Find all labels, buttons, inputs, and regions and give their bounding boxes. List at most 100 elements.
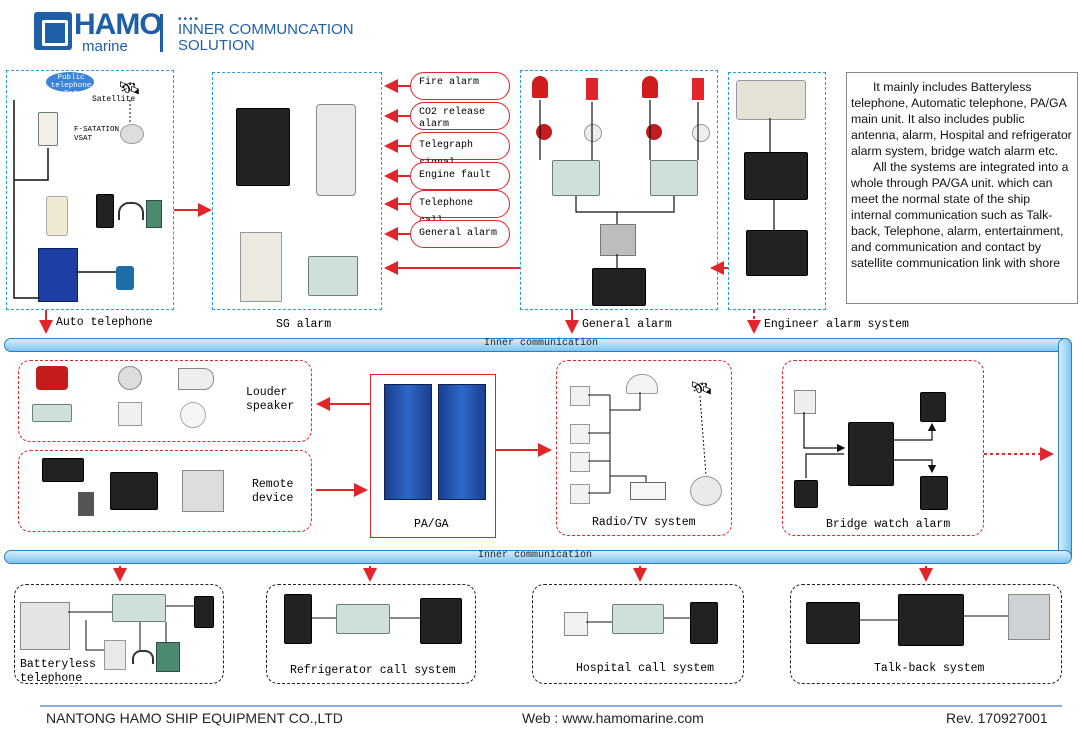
pabx-cabinet (38, 248, 78, 302)
ga-junction-box (552, 160, 600, 196)
exchange-device (38, 112, 58, 146)
brand-name: HAMO (74, 8, 163, 41)
engineer-alarm-box (728, 72, 826, 310)
detector-icon (692, 124, 710, 142)
wall-speaker-icon (118, 402, 142, 426)
ga-junction-box (650, 160, 698, 196)
batteryless-handset-icon (194, 596, 214, 628)
call-point-icon (692, 78, 704, 100)
ceiling-speaker-icon (180, 402, 206, 428)
bridge-alarm-icon (920, 476, 948, 510)
sg-control-panel (236, 108, 290, 186)
batteryless-phone-icon (20, 602, 70, 650)
slogan: INNER COMMUNCATION SOLUTION (178, 22, 354, 54)
remote-device-box (18, 450, 312, 532)
batteryless-wall-icon (104, 640, 126, 670)
batteryless-junction (112, 594, 166, 622)
tv-outlet-icon (570, 484, 590, 504)
remote-panel-icon (42, 458, 84, 482)
radio-tv-label: Radio/TV system (592, 516, 696, 529)
signal-co2-release: CO2 release alarm (410, 102, 510, 130)
remote-cabinet-icon (182, 470, 224, 512)
loudspeaker-box (18, 360, 312, 442)
signal-engine-fault: Engine fault (410, 162, 510, 190)
bus-top-label: Inner communication (484, 338, 599, 349)
slogan-line1: INNER COMMUNCATION (178, 21, 354, 38)
beacon-icon (642, 76, 658, 98)
hospital-box (532, 584, 744, 684)
auto-phone-icon (116, 266, 134, 290)
general-alarm-label: General alarm (582, 318, 672, 331)
description-p1: It mainly includes Batteryless telephone… (851, 80, 1072, 158)
sg-alarm-box (212, 72, 382, 310)
bridge-reset-icon (794, 480, 818, 508)
bridge-panel-icon (920, 392, 946, 422)
description-p2: All the systems are integrated into a wh… (851, 160, 1069, 270)
refrigerator-junction (336, 604, 390, 634)
tv-dome-icon (690, 476, 722, 506)
remote-console-icon (110, 472, 158, 510)
refrigerator-box (266, 584, 476, 684)
bridge-watch-label: Bridge watch alarm (826, 518, 951, 531)
engineer-console (744, 152, 808, 200)
hospital-label: Hospital call system (576, 662, 715, 675)
hospital-junction (612, 604, 664, 634)
detector-icon (584, 124, 602, 142)
tv-receiver-icon (630, 482, 666, 500)
ga-control-panel (592, 268, 646, 306)
auto-telephone-box (6, 70, 174, 310)
sg-cabinet (240, 232, 282, 302)
signal-telephone-call: Telephone call (410, 190, 510, 227)
hospital-call-icon (690, 602, 718, 644)
call-point-icon (586, 78, 598, 100)
beacon-icon (532, 76, 548, 98)
refrigerator-panel-icon (420, 598, 462, 644)
talkback-label: Talk-back system (874, 662, 985, 675)
ceiling-box-icon (32, 404, 72, 422)
vsat-dish-icon (120, 124, 144, 144)
engineer-alarm-label: Engineer alarm system (764, 318, 909, 331)
slogan-line2: SOLUTION (178, 37, 255, 54)
brand-sub: marine (82, 38, 128, 55)
vsat-label: F-SATATION VSAT (74, 126, 120, 143)
footer-rev: Rev. 170927001 (946, 710, 1048, 726)
tv-outlet-icon (570, 386, 590, 406)
satellite-label: Satellite (92, 95, 136, 104)
loudspeaker-label: Louder speaker (246, 386, 295, 413)
tv-outlet-icon (570, 424, 590, 444)
sg-junction-box (308, 256, 358, 296)
batteryless-label: Batteryless telephone (20, 658, 96, 685)
talkback-master-icon (898, 594, 964, 646)
bridge-sensor-icon (794, 390, 816, 414)
engineer-call-unit (746, 230, 808, 276)
desk-phone-icon (96, 194, 114, 228)
footer-company: NANTONG HAMO SHIP EQUIPMENT CO.,LTD (46, 710, 343, 726)
slogan-dots: •••• (178, 14, 201, 25)
signal-general-alarm: General alarm (410, 220, 510, 248)
call-station-icon (156, 642, 180, 672)
signal-fire-alarm: Fire alarm (410, 72, 510, 100)
headset-icon (132, 650, 154, 664)
paga-rack-right (438, 384, 486, 500)
horn-speaker-icon (178, 368, 214, 390)
sg-alarm-label: SG alarm (276, 318, 332, 331)
radio-tv-box (556, 360, 732, 536)
batteryless-box (14, 584, 224, 684)
logo-icon (34, 12, 72, 50)
general-alarm-box (520, 70, 718, 310)
bridge-watch-box (782, 360, 984, 536)
tv-outlet-icon (570, 452, 590, 472)
bridge-main-unit (848, 422, 894, 486)
inner-communication-bus-bottom (4, 550, 1072, 564)
call-station-icon (146, 200, 162, 228)
headset-icon (118, 202, 144, 220)
auto-telephone-label: Auto telephone (56, 316, 153, 329)
footer-web[interactable]: Web : www.hamomarine.com (522, 710, 704, 726)
cloud-icon (46, 72, 94, 92)
satellite-icon: 🛰 (118, 78, 141, 98)
signal-column-device (316, 104, 356, 196)
refrigerator-label: Refrigerator call system (290, 664, 456, 677)
engineer-panel (736, 80, 806, 120)
hospital-pull-icon (564, 612, 588, 636)
siren-icon (36, 366, 68, 390)
